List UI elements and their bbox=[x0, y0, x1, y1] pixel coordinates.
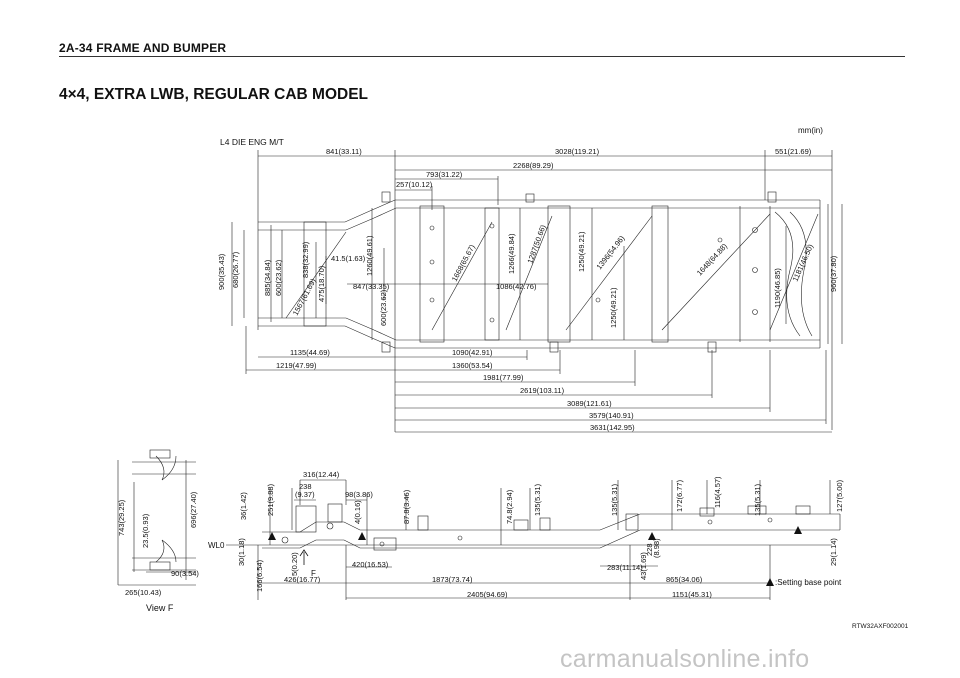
dim-2268: 2268(89.29) bbox=[513, 161, 554, 170]
dim-3028: 3028(119.21) bbox=[555, 147, 600, 156]
dim-29: 29(1.14) bbox=[829, 538, 838, 566]
dim-1260: 1260(49.61) bbox=[365, 235, 374, 276]
dim-1567: 1567(61.69) bbox=[291, 277, 318, 317]
dim-23: 23.5(0.93) bbox=[141, 513, 150, 548]
dim-960: 960(37.80) bbox=[829, 255, 838, 292]
dim-5: 5(0.20) bbox=[290, 552, 299, 576]
dim-1396: 1396(54.96) bbox=[594, 233, 626, 271]
dim-426: 426(16.77) bbox=[284, 575, 321, 584]
reference-code: RTW32AXF002001 bbox=[852, 623, 909, 630]
dim-551: 551(21.69) bbox=[775, 147, 812, 156]
dim-127: 127(5.00) bbox=[835, 479, 844, 512]
dim-3631: 3631(142.95) bbox=[590, 423, 635, 432]
dim-87: 87.8(3.46) bbox=[402, 489, 411, 524]
dim-4: 4(0.16) bbox=[353, 500, 362, 524]
dim-98: 98(3.86) bbox=[345, 490, 373, 499]
unit-label: mm(in) bbox=[798, 126, 823, 135]
dim-475: 475(18.70) bbox=[317, 265, 326, 302]
dim-841: 841(33.11) bbox=[326, 147, 362, 156]
dim-1873: 1873(73.74) bbox=[432, 575, 473, 584]
dim-316: 316(12.44) bbox=[303, 470, 340, 479]
dim-1219: 1219(47.99) bbox=[276, 361, 317, 370]
dim-265: 265(10.43) bbox=[125, 588, 162, 597]
dim-172: 172(6.77) bbox=[675, 479, 684, 512]
dim-1086: 1086(42.76) bbox=[496, 282, 537, 291]
dim-41: 41.5(1.63) bbox=[331, 254, 366, 263]
dim-90: 90(3.54) bbox=[171, 569, 199, 578]
view-f-arrow-label: F bbox=[311, 569, 316, 578]
engine-label: L4 DIE ENG M/T bbox=[220, 137, 284, 147]
dim-74: 74.8(2.94) bbox=[505, 489, 514, 524]
dim-600a: 600(23.62) bbox=[274, 259, 283, 296]
header-rule bbox=[59, 56, 905, 57]
dim-743: 743(29.25) bbox=[117, 499, 126, 536]
view-f-label: View F bbox=[146, 603, 174, 613]
wl0-label: WL0 bbox=[208, 541, 225, 550]
dim-36: 36(1.42) bbox=[239, 492, 248, 520]
dim-838: 838(32.99) bbox=[301, 241, 310, 278]
dim-420: 420(16.53) bbox=[352, 560, 389, 569]
dim-1190: 1190(46.85) bbox=[773, 268, 782, 308]
dim-1250a: 1250(49.21) bbox=[577, 231, 586, 272]
dim-228: 228 bbox=[645, 543, 654, 556]
dim-30: 30(1.18) bbox=[237, 538, 246, 566]
dim-885: 885(34.84) bbox=[263, 259, 272, 296]
dim-3089: 3089(121.61) bbox=[567, 399, 612, 408]
dim-1981: 1981(77.99) bbox=[483, 373, 524, 382]
watermark: carmanualsonline.info bbox=[560, 645, 810, 673]
dim-228-in: (8.98) bbox=[652, 538, 661, 558]
dim-2405: 2405(94.69) bbox=[467, 590, 508, 599]
dim-135c: 135(5.31) bbox=[753, 483, 762, 516]
dim-283: 283(11.14) bbox=[607, 563, 643, 572]
dim-680: 680(26.77) bbox=[231, 251, 240, 288]
dim-1250b: 1250(49.21) bbox=[609, 287, 618, 328]
dim-1287: 1287(50.66) bbox=[525, 223, 547, 265]
dim-43: 43(1.69) bbox=[639, 552, 648, 580]
dim-1648: 1648(64.88) bbox=[695, 241, 730, 277]
dim-2619: 2619(103.11) bbox=[520, 386, 565, 395]
dim-600b: 600(23.62) bbox=[379, 289, 388, 326]
dim-3579: 3579(140.91) bbox=[589, 411, 634, 420]
dim-135b: 135(5.31) bbox=[610, 483, 619, 516]
section-header: 2A-34 FRAME AND BUMPER bbox=[59, 41, 227, 55]
dim-865: 865(34.06) bbox=[666, 575, 703, 584]
dim-116: 116(4.57) bbox=[713, 476, 722, 508]
dim-238-in: (9.37) bbox=[295, 490, 315, 499]
dim-251: 251(9.88) bbox=[266, 483, 275, 516]
dim-1266: 1266(49.84) bbox=[507, 233, 516, 274]
dim-696: 696(27.40) bbox=[189, 491, 198, 528]
dim-1668: 1668(65.67) bbox=[450, 243, 477, 283]
dim-793: 793(31.22) bbox=[426, 170, 463, 179]
dim-135a: 135(5.31) bbox=[533, 483, 542, 516]
page-title: 4×4, EXTRA LWB, REGULAR CAB MODEL bbox=[59, 86, 369, 103]
dim-1135: 1135(44.69) bbox=[290, 348, 330, 357]
setting-base-legend: :Setting base point bbox=[775, 578, 842, 587]
dim-1151: 1151(45.31) bbox=[672, 590, 712, 599]
dim-900: 900(35.43) bbox=[217, 253, 226, 290]
dim-1360: 1360(53.54) bbox=[452, 361, 493, 370]
dim-238: 238 bbox=[299, 482, 312, 491]
dim-1090: 1090(42.91) bbox=[452, 348, 493, 357]
dim-166: 166(6.54) bbox=[255, 559, 264, 592]
dim-847: 847(33.35) bbox=[353, 282, 390, 291]
dim-257: 257(10.12) bbox=[396, 180, 433, 189]
